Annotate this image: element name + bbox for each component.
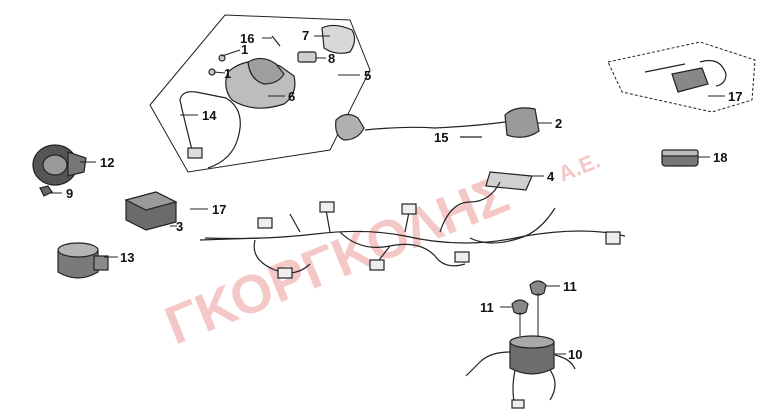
part-cap-7 <box>321 24 356 54</box>
part-horn-12-bracket <box>67 151 87 177</box>
callout-6: 6 <box>288 89 295 104</box>
callout-4: 4 <box>547 169 555 184</box>
callout-7: 7 <box>302 28 309 43</box>
leader-lines <box>50 35 725 355</box>
part-starter-relay-10 <box>465 335 576 409</box>
assembly-frame-5 <box>149 14 371 173</box>
callout-12: 12 <box>100 155 114 170</box>
callout-labels: 16 7 1 8 1 5 6 14 12 9 2 15 17 18 4 17 3… <box>66 28 742 362</box>
callout-1b: 1 <box>224 66 231 81</box>
part-cap-11b <box>511 299 529 315</box>
part-18-top <box>661 149 699 157</box>
callout-13: 13 <box>120 250 134 265</box>
part-17-block <box>671 67 709 93</box>
part-ignition-top <box>247 57 285 85</box>
part-horn-12-center <box>42 154 68 176</box>
wire-harness <box>199 181 626 279</box>
callout-17-top: 17 <box>728 89 742 104</box>
callout-11b: 11 <box>480 300 494 315</box>
part-bolt-1a <box>218 54 226 62</box>
part-cable-14 <box>179 91 241 169</box>
part-buzzer-13-tab <box>93 255 109 271</box>
watermark: ΓΚΟΡΓΚΟΛΗΣ Α.Ε. <box>157 148 604 357</box>
callout-11a: 11 <box>563 279 577 294</box>
part-ignition-coil-2 <box>504 107 540 138</box>
watermark-suffix: Α.Ε. <box>555 148 604 187</box>
callout-15: 15 <box>434 130 448 145</box>
part-bolt-9 <box>39 185 53 197</box>
part-relay-3-top <box>124 191 178 211</box>
part-cap-11a <box>529 280 547 296</box>
callout-1a: 1 <box>241 42 248 57</box>
callout-14: 14 <box>202 108 217 123</box>
callout-17-mid: 17 <box>212 202 226 217</box>
callout-3: 3 <box>176 219 183 234</box>
callout-8: 8 <box>328 51 335 66</box>
part-spark-cap <box>335 113 365 141</box>
callout-2: 2 <box>555 116 562 131</box>
assembly-frame-17 <box>607 41 756 113</box>
part-screw-16 <box>271 35 281 47</box>
part-cable-14-plug <box>187 147 203 159</box>
callout-18: 18 <box>713 150 727 165</box>
part-17-wire <box>644 59 727 87</box>
part-buzzer-13-top <box>57 242 99 258</box>
callout-9: 9 <box>66 186 73 201</box>
callout-16: 16 <box>240 31 254 46</box>
part-clip-8 <box>297 51 317 63</box>
callout-5: 5 <box>364 68 371 83</box>
part-coil-2-lead <box>364 121 506 131</box>
callout-10: 10 <box>568 347 582 362</box>
